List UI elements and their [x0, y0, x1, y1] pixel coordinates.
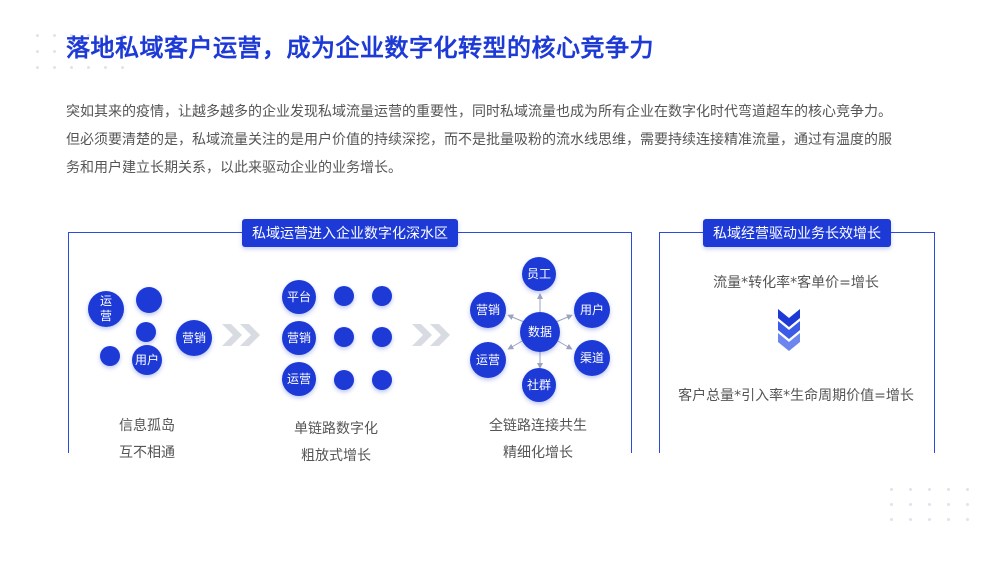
stage1-node-blank-3 — [100, 346, 120, 366]
stage1-node-operation-label: 运营 — [99, 294, 112, 323]
decor-dots-top-left — [36, 34, 124, 69]
stage3-node-community: 社群 — [522, 368, 556, 402]
stage2-caption: 单链路数字化 粗放式增长 — [256, 416, 416, 470]
stage2-node-marketing-label: 营销 — [286, 330, 311, 345]
stage3-node-data-label: 数据 — [527, 324, 552, 339]
stage3-caption-line1: 全链路连接共生 — [489, 418, 587, 434]
stage2-node-blank-6 — [372, 370, 392, 390]
stage1-node-blank-1 — [136, 287, 162, 313]
stage3-caption-line2: 精细化增长 — [503, 445, 573, 461]
stage3-node-marketing: 营销 — [470, 292, 506, 328]
stage2-node-operation-label: 运营 — [286, 371, 311, 386]
stage3-node-user-label: 用户 — [579, 302, 604, 317]
stage1-node-marketing-label: 营销 — [181, 330, 206, 345]
chevron-right-icon — [222, 324, 260, 346]
intro-line-2: 但必须要清楚的是，私域流量关注的是用户价值的持续深挖，而不是批量吸粉的流水线思维… — [66, 132, 892, 148]
formula-1: 流量*转化率*客单价=增长 — [713, 275, 879, 291]
stage3-node-community-label: 社群 — [526, 377, 551, 392]
stage1-node-user: 用户 — [132, 345, 162, 375]
stage2-node-blank-5 — [334, 370, 354, 390]
stage3-node-operation-label: 运营 — [475, 352, 500, 367]
stage1-caption-line1: 信息孤岛 — [119, 418, 175, 434]
intro-line-1: 突如其来的疫情，让越多越多的企业发现私域流量运营的重要性，同时私域流量也成为所有… — [66, 104, 892, 120]
stage1-node-operation: 运营 — [88, 291, 124, 327]
network-arrows — [507, 293, 573, 369]
right-panel-title: 私域经营驱动业务长效增长 — [703, 219, 891, 247]
formula-2: 客户总量*引入率*生命周期价值=增长 — [678, 388, 914, 404]
chevron-right-icon — [412, 324, 450, 346]
decor-dots-bottom-right — [890, 488, 969, 521]
stage2-node-marketing: 营销 — [282, 321, 316, 355]
stage3-node-data: 数据 — [520, 312, 560, 352]
chevron-down-icon — [778, 309, 800, 351]
stage3-node-channel: 渠道 — [574, 340, 610, 376]
stage3-node-user: 用户 — [574, 292, 610, 328]
stage1-caption: 信息孤岛 互不相通 — [67, 413, 227, 467]
stage2-caption-line2: 粗放式增长 — [301, 448, 371, 464]
stage3-node-staff-label: 员工 — [526, 266, 551, 281]
stage2-node-operation: 运营 — [282, 362, 316, 396]
stage2-node-blank-4 — [372, 327, 392, 347]
stage3-node-operation: 运营 — [470, 342, 506, 378]
right-panel: 私域经营驱动业务长效增长 — [659, 219, 935, 453]
intro-line-3: 务和用户建立长期关系，以此来驱动企业的业务增长。 — [66, 160, 402, 176]
stage3-caption: 全链路连接共生 精细化增长 — [458, 413, 618, 467]
stage2-node-platform-label: 平台 — [286, 289, 311, 304]
stage1-node-user-label: 用户 — [134, 352, 159, 367]
stage2-node-blank-1 — [334, 286, 354, 306]
page-title: 落地私域客户运营，成为企业数字化转型的核心竞争力 — [66, 34, 654, 62]
stage2-node-blank-2 — [372, 286, 392, 306]
stage2-node-platform: 平台 — [282, 280, 316, 314]
stage3-node-channel-label: 渠道 — [579, 350, 604, 365]
stage3-node-marketing-label: 营销 — [475, 302, 500, 317]
left-panel-title: 私域运营进入企业数字化深水区 — [242, 219, 458, 247]
stage2-caption-line1: 单链路数字化 — [294, 421, 378, 437]
stage1-node-blank-2 — [136, 322, 156, 342]
stage1-node-marketing: 营销 — [176, 320, 212, 356]
intro-paragraph: 突如其来的疫情，让越多越多的企业发现私域流量运营的重要性，同时私域流量也成为所有… — [66, 98, 946, 182]
stage2-node-blank-3 — [334, 327, 354, 347]
stage3-node-staff: 员工 — [522, 257, 556, 291]
left-panel: 私域运营进入企业数字化深水区 — [68, 219, 632, 453]
stage1-caption-line2: 互不相通 — [119, 445, 175, 461]
